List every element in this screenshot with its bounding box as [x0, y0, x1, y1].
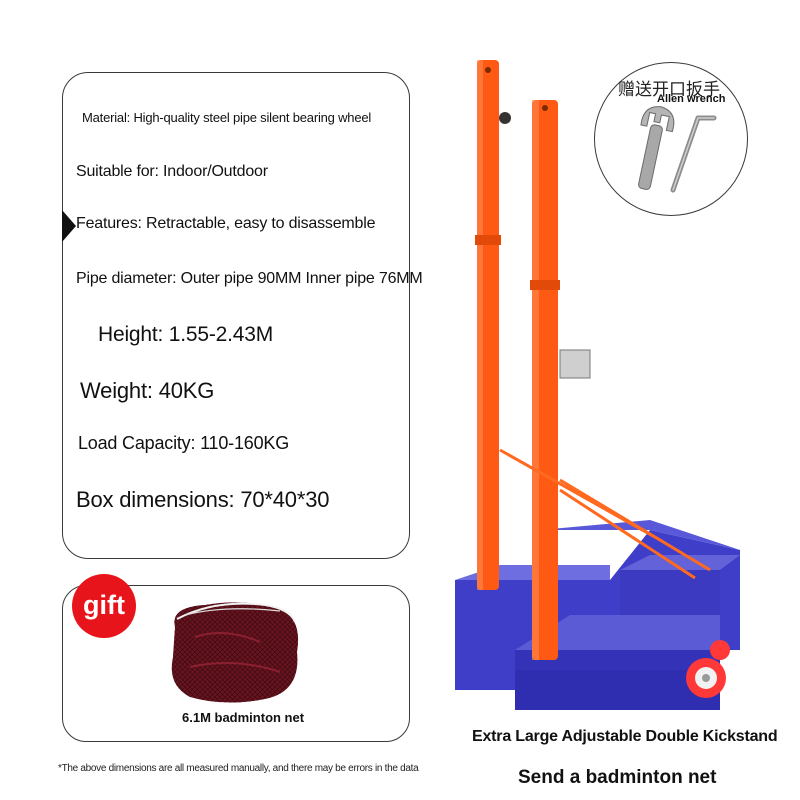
gift-item-label: 6.1M badminton net — [182, 710, 305, 725]
product-title: Extra Large Adjustable Double Kickstand — [472, 728, 778, 745]
spec-box-dimensions: Box dimensions: 70*40*30 — [76, 487, 330, 512]
spec-card — [62, 72, 410, 559]
tools-label-en: Allen wrench — [657, 93, 726, 105]
arrow-marker-icon — [62, 210, 76, 242]
spec-pipe-diameter: Pipe diameter: Outer pipe 90MM Inner pip… — [76, 270, 423, 287]
spec-weight: Weight: 40KG — [80, 378, 215, 403]
tools-label-cn: 赠送开口扳手 — [618, 80, 720, 99]
promo-text: Send a badminton net — [518, 767, 717, 788]
spec-height: Height: 1.55-2.43M — [98, 323, 274, 346]
gift-badge: gift — [72, 574, 136, 638]
badminton-net-image — [171, 602, 299, 703]
spec-load-capacity: Load Capacity: 110-160KG — [78, 433, 290, 453]
double-kickstand-image — [455, 60, 740, 710]
spec-material: Material: High-quality steel pipe silent… — [82, 110, 372, 125]
wrench-icon — [638, 106, 717, 193]
disclaimer-text: *The above dimensions are all measured m… — [58, 763, 419, 774]
spec-features: Features: Retractable, easy to disassemb… — [76, 215, 376, 232]
spec-suitable-for: Suitable for: Indoor/Outdoor — [76, 163, 268, 180]
